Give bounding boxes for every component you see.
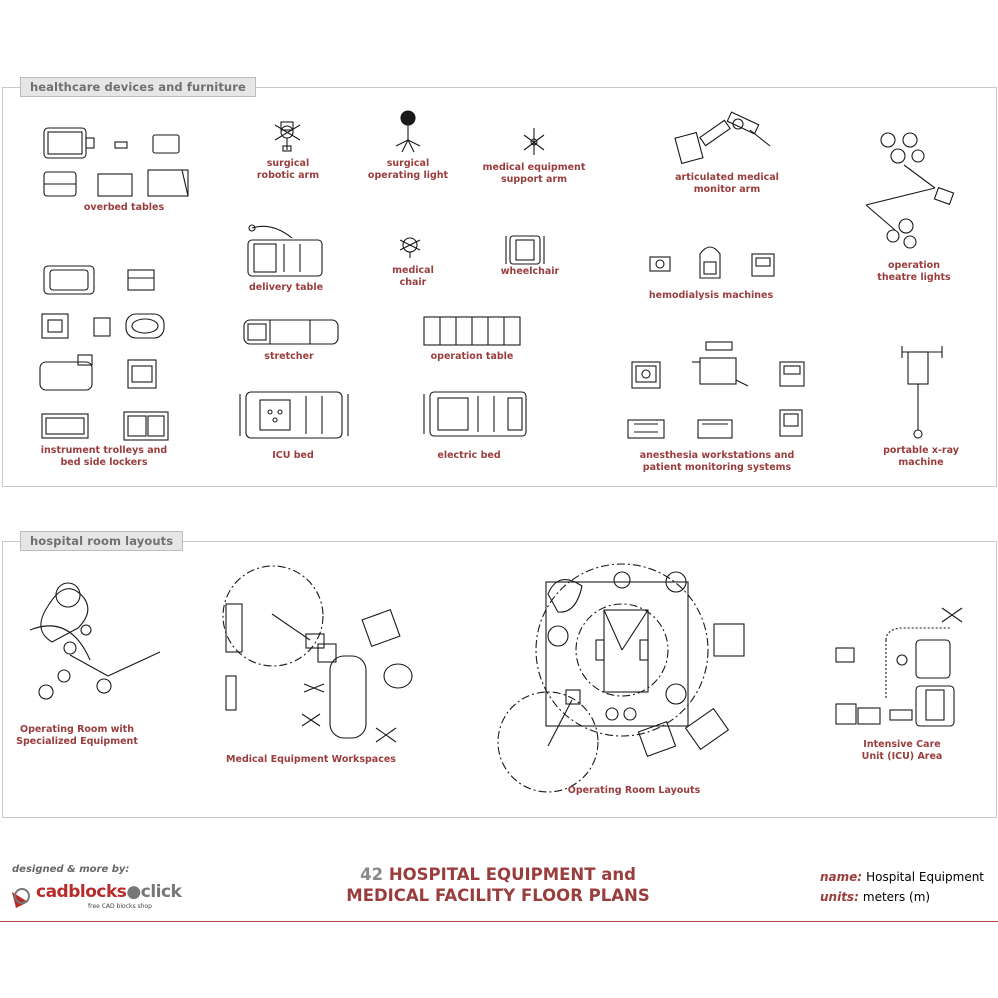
- hemodialysis-drawing: [649, 246, 775, 279]
- label-medical-equipment-workspaces: Medical Equipment Workspaces: [226, 754, 396, 765]
- title-number: 42: [360, 865, 384, 884]
- logo-part1: cadblocks: [36, 882, 127, 902]
- cadblocks-logo[interactable]: cadblocks●click free CAD blocks shop: [10, 878, 185, 918]
- meta-units-row: units:meters (m): [820, 890, 930, 904]
- label-stretcher: stretcher: [264, 351, 314, 362]
- surgical-operating-light-drawing: [395, 110, 421, 153]
- label-icu-bed: ICU bed: [272, 450, 314, 461]
- icu-bed-drawing: [239, 391, 349, 439]
- layouts-section-heading: hospital room layouts: [20, 531, 184, 551]
- stretcher-drawing: [243, 319, 339, 345]
- meta-units-value: meters (m): [862, 890, 931, 904]
- page-title: 42 HOSPITAL EQUIPMENT and MEDICAL FACILI…: [346, 864, 649, 907]
- label-operating-room-layouts: Operating Room Layouts: [567, 785, 701, 796]
- title-text-1: HOSPITAL EQUIPMENT and: [388, 865, 636, 884]
- title-line-1: 42 HOSPITAL EQUIPMENT and: [346, 864, 649, 885]
- label-operation-theatre-lights: operation theatre lights: [877, 260, 951, 283]
- label-delivery-table: delivery table: [248, 282, 324, 293]
- label-articulated-monitor-arm: articulated medical monitor arm: [675, 172, 779, 195]
- layout-icu-area: [835, 607, 963, 727]
- label-overbed-tables: overbed tables: [83, 202, 165, 213]
- layouts-panel: [2, 541, 997, 818]
- label-anesthesia-workstations: anesthesia workstations and patient moni…: [639, 450, 795, 473]
- delivery-table-drawing: [247, 224, 323, 277]
- devices-panel: [2, 87, 997, 487]
- layout-medical-equipment-workspaces: [222, 565, 413, 743]
- label-portable-xray: portable x-ray machine: [883, 445, 959, 468]
- label-surgical-robotic-arm: surgical robotic arm: [256, 158, 320, 181]
- label-medical-chair: medical chair: [392, 265, 434, 288]
- wheelchair-drawing: [505, 235, 545, 265]
- designed-by-text: designed & more by:: [12, 864, 130, 875]
- label-operation-table: operation table: [430, 351, 514, 362]
- meta-name-row: name:Hospital Equipment: [820, 870, 984, 884]
- label-medical-equipment-support-arm: medical equipment support arm: [482, 162, 586, 185]
- portable-xray-drawing: [901, 346, 943, 439]
- footer-divider: [0, 921, 998, 922]
- meta-name-value: Hospital Equipment: [866, 870, 985, 884]
- overbed-tables-drawing: [43, 127, 189, 197]
- label-icu-area: Intensive Care Unit (ICU) Area: [861, 739, 943, 762]
- layout-operating-rooms: [497, 563, 745, 793]
- medical-chair-drawing: [399, 237, 421, 258]
- label-instrument-trolleys: instrument trolleys and bed side lockers: [40, 445, 168, 468]
- label-wheelchair: wheelchair: [500, 266, 560, 277]
- meta-name-key: name:: [820, 870, 863, 884]
- surgical-robotic-arm-drawing: [274, 121, 301, 152]
- devices-section-heading: healthcare devices and furniture: [20, 77, 256, 97]
- logo-wordmark: cadblocks●click: [36, 882, 182, 902]
- anesthesia-drawing: [627, 341, 805, 439]
- title-line-2: MEDICAL FACILITY FLOOR PLANS: [346, 886, 650, 906]
- operation-theatre-lights-drawing: [865, 132, 955, 249]
- articulated-arm-drawing: [674, 111, 771, 165]
- meta-units-key: units:: [820, 890, 859, 904]
- logo-part2: click: [140, 882, 182, 902]
- electric-bed-drawing: [423, 391, 527, 437]
- logo-dot: ●: [126, 882, 141, 902]
- trolleys-drawing: [39, 265, 169, 441]
- label-operating-room-specialized: Operating Room with Specialized Equipmen…: [16, 724, 138, 747]
- label-hemodialysis-machines: hemodialysis machines: [648, 290, 774, 301]
- support-arm-drawing: [523, 128, 545, 155]
- layout-operating-room-specialized: [29, 582, 161, 700]
- label-surgical-operating-light: surgical operating light: [367, 158, 449, 181]
- cadblocks-logo-icon: [12, 888, 30, 908]
- label-electric-bed: electric bed: [437, 450, 501, 461]
- operation-table-drawing: [423, 316, 521, 346]
- logo-tagline: free CAD blocks shop: [88, 903, 152, 910]
